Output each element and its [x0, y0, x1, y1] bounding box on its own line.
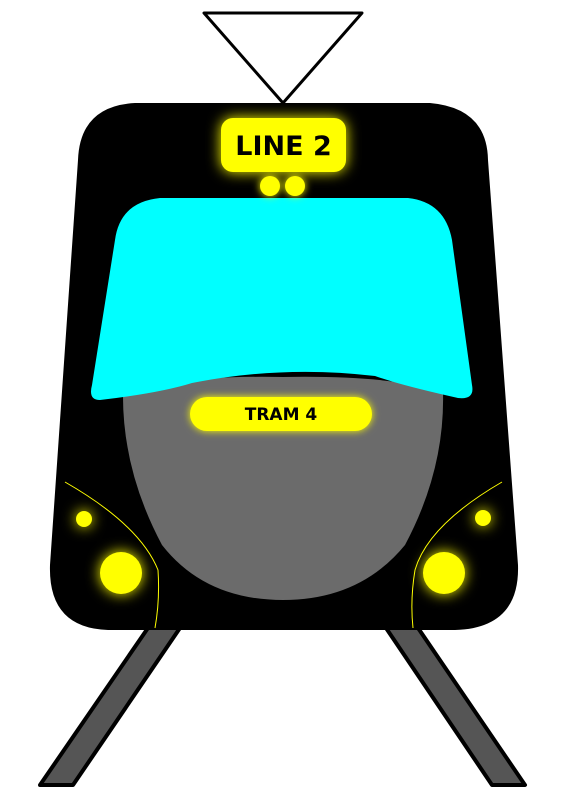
- windshield: [91, 198, 473, 400]
- right-marker-light: [475, 510, 491, 526]
- line-sign: [221, 118, 346, 172]
- right-rail: [382, 623, 527, 787]
- rails: [38, 623, 527, 787]
- left-marker-light: [76, 511, 92, 527]
- pantograph: [202, 11, 364, 105]
- tram-sign: [190, 397, 372, 431]
- tram-sign-label: TRAM 4: [245, 405, 318, 425]
- top-marker-light-left: [260, 176, 280, 196]
- top-marker-light-right: [285, 176, 305, 196]
- lower-panel: [122, 376, 444, 600]
- line-sign-label: LINE 2: [235, 131, 331, 162]
- right-body-trim: [411, 481, 503, 629]
- tram-sign-plate: [190, 397, 372, 431]
- headlights: [76, 510, 491, 594]
- right-headlight: [423, 552, 465, 594]
- line-sign-plate: [221, 118, 346, 172]
- left-body-trim: [64, 481, 160, 629]
- left-rail: [38, 623, 184, 787]
- left-headlight: [100, 552, 142, 594]
- top-marker-lights: [260, 176, 305, 196]
